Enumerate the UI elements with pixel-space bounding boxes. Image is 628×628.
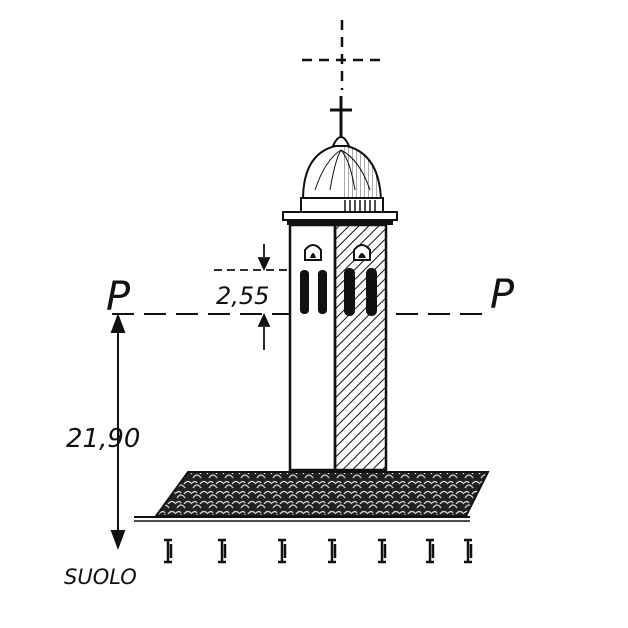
projected-cross — [302, 20, 386, 90]
dimension-2-55 — [214, 244, 290, 350]
cross-icon — [330, 96, 352, 138]
left-plane-label: P — [106, 274, 131, 320]
right-plane-label: P — [490, 272, 515, 318]
church-roof — [134, 471, 490, 522]
ground-label: SUOLO — [64, 565, 137, 589]
height-to-plane-label: 21,90 — [66, 424, 140, 454]
ground-markers — [164, 538, 473, 564]
height-above-plane-label: 2,55 — [216, 282, 269, 310]
tower-shaft — [288, 223, 388, 472]
cornice — [282, 211, 398, 225]
belfry-windows — [300, 244, 377, 316]
dome — [300, 136, 384, 213]
dimension-21-90 — [110, 313, 126, 550]
